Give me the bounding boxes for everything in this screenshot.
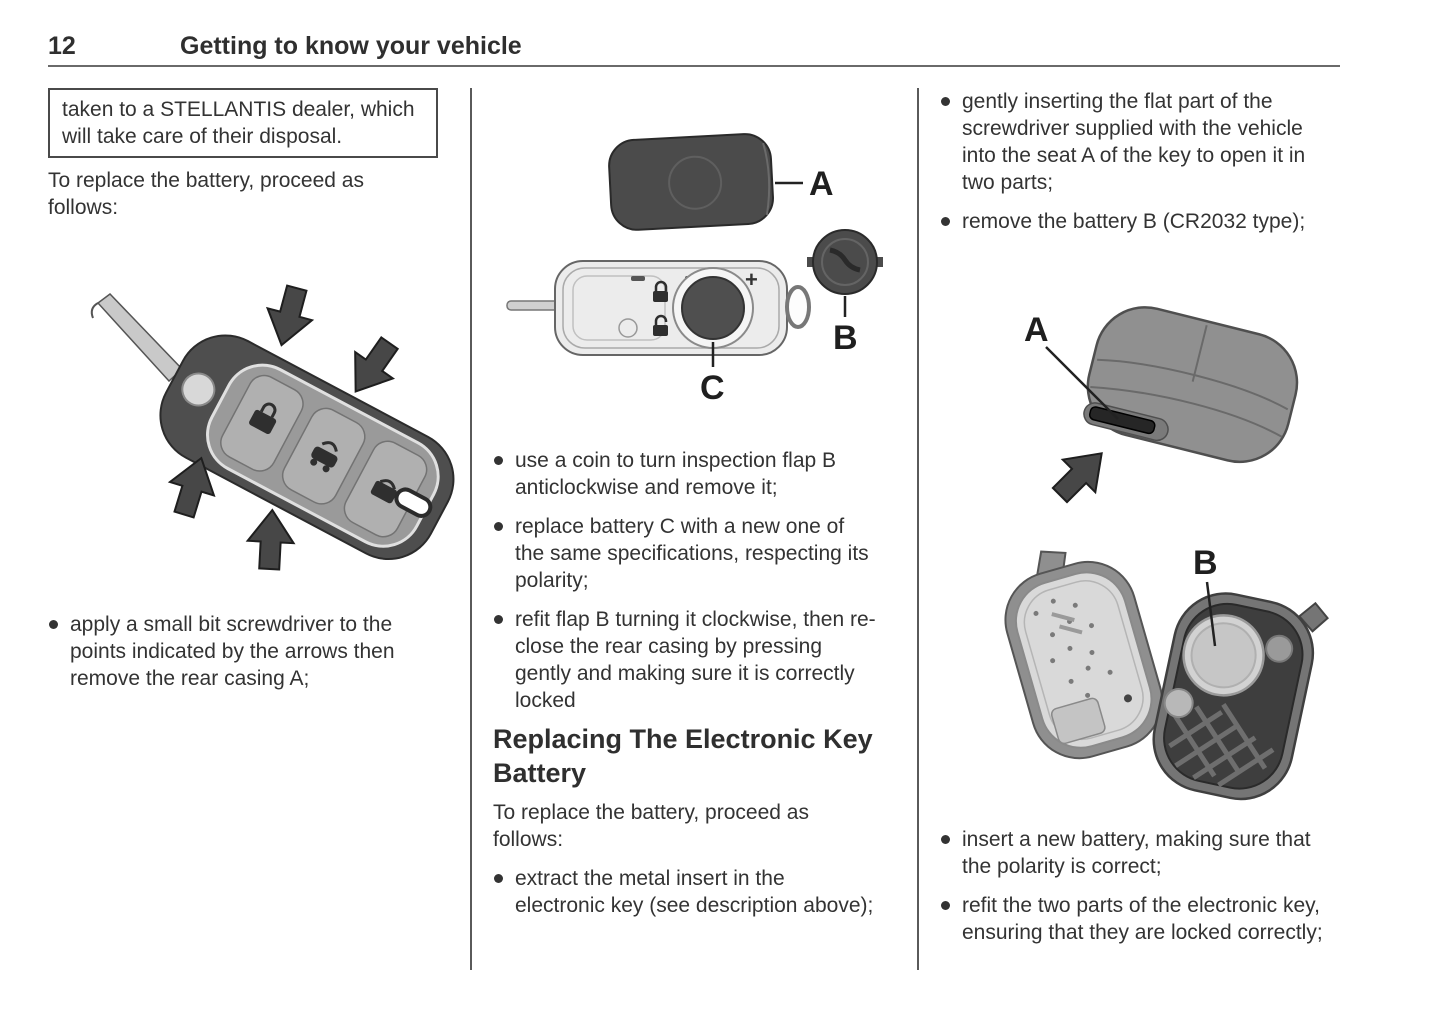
page-number: 12 — [48, 32, 76, 60]
list-item: refit the two parts of the electronic ke… — [940, 892, 1338, 946]
electronic-key-open-illustration: B — [1004, 544, 1329, 801]
list-item: replace battery C with a new one of the … — [493, 513, 877, 594]
list-item: extract the metal insert in the electron… — [493, 865, 877, 919]
column-divider-1 — [470, 88, 472, 970]
bullet-icon — [494, 456, 503, 465]
bullet-list-3: extract the metal insert in the electron… — [493, 865, 877, 919]
bullet-icon — [941, 901, 950, 910]
unlock-icon — [653, 314, 668, 336]
bullet-list-5: insert a new battery, making sure that t… — [940, 826, 1338, 946]
battery-plus-mark: + — [745, 267, 758, 292]
column-1: taken to a STELLANTIS dealer, which will… — [48, 88, 455, 692]
column-3: gently inserting the flat part of the sc… — [940, 88, 1338, 946]
bullet-icon — [49, 620, 58, 629]
intro-paragraph-2: To replace the battery, proceed as follo… — [493, 801, 809, 851]
figure-label-c: C — [700, 369, 725, 405]
bullet-icon — [494, 522, 503, 531]
bullet-icon — [494, 874, 503, 883]
key-battery-parts-illustration: A B — [506, 133, 883, 405]
bullet-list-4: gently inserting the flat part of the sc… — [940, 88, 1338, 235]
figure-label-b: B — [1193, 544, 1218, 582]
note-box: taken to a STELLANTIS dealer, which will… — [48, 88, 438, 158]
bullet-icon — [494, 615, 503, 624]
bullet-list-2: use a coin to turn inspection flap B ant… — [493, 447, 877, 714]
column-divider-2 — [917, 88, 919, 970]
bullet-list-1: apply a small bit screwdriver to the poi… — [48, 611, 438, 692]
figure-label-a: A — [809, 165, 834, 203]
list-item: use a coin to turn inspection flap B ant… — [493, 447, 877, 501]
page-title: Getting to know your vehicle — [180, 32, 522, 60]
column-2: A B — [493, 88, 883, 919]
page-header: 12 Getting to know your vehicle — [48, 32, 1340, 67]
list-item: remove the battery B (CR2032 type); — [940, 208, 1338, 235]
list-item: refit flap B turning it clockwise, then … — [493, 606, 877, 714]
list-item: apply a small bit screwdriver to the poi… — [48, 611, 438, 692]
bullet-icon — [941, 835, 950, 844]
electronic-key-seat-illustration: A — [1024, 306, 1299, 504]
bullet-icon — [941, 217, 950, 226]
lock-icon — [653, 280, 668, 302]
figure-label-b: B — [833, 319, 858, 357]
list-item: gently inserting the flat part of the sc… — [940, 88, 1338, 196]
figure-label-a: A — [1024, 311, 1049, 349]
list-item: insert a new battery, making sure that t… — [940, 826, 1338, 880]
flip-key-arrows-illustration — [90, 281, 455, 572]
intro-paragraph: To replace the battery, proceed as follo… — [48, 169, 364, 219]
bullet-icon — [941, 97, 950, 106]
section-heading: Replacing The Electronic Key Battery — [493, 724, 873, 788]
